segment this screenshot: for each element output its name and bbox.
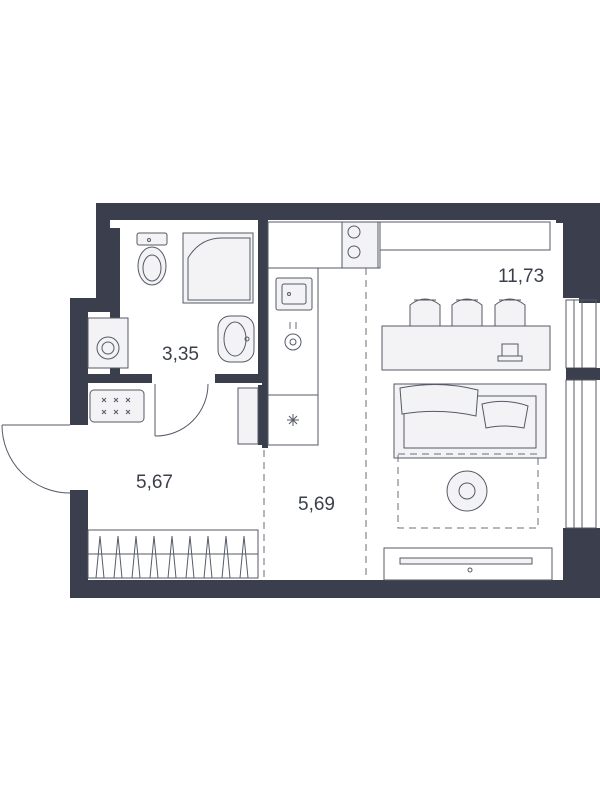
kitchen-sink-icon [275,277,313,311]
oven-icon [284,322,302,351]
exterior-walls [70,203,600,598]
window-right-upper [565,299,597,369]
dining-table [381,325,551,371]
room-area-kitchen: 5,69 [298,494,335,515]
rug [397,453,539,529]
sofa-icon [393,383,547,459]
cooktop-icon [341,221,379,269]
wardrobe-icon [87,529,259,579]
room-area-bathroom: 3,35 [162,344,199,365]
bathroom-door-swing [154,383,209,437]
tv-stand-icon [383,547,553,581]
shower-tray-icon [182,232,254,304]
chair-icon [494,298,526,327]
sink-icon [217,315,255,363]
robot-vacuum-icon [446,470,488,512]
fridge-icon [287,414,299,426]
chair-icon [451,298,483,327]
interior-walls [82,218,268,448]
room-area-hallway: 5,67 [136,472,173,493]
shoe-rack-icon [89,389,145,423]
wall-shelf [379,221,551,251]
room-area-living-room: 11,73 [498,266,544,287]
hallway-cabinet [237,387,259,445]
toilet-icon [136,232,168,286]
entrance-door-swing [1,424,71,494]
washing-machine-icon [87,317,129,369]
chair-icon [409,298,441,327]
laptop-icon [497,343,523,362]
window-right-lower [565,368,600,529]
